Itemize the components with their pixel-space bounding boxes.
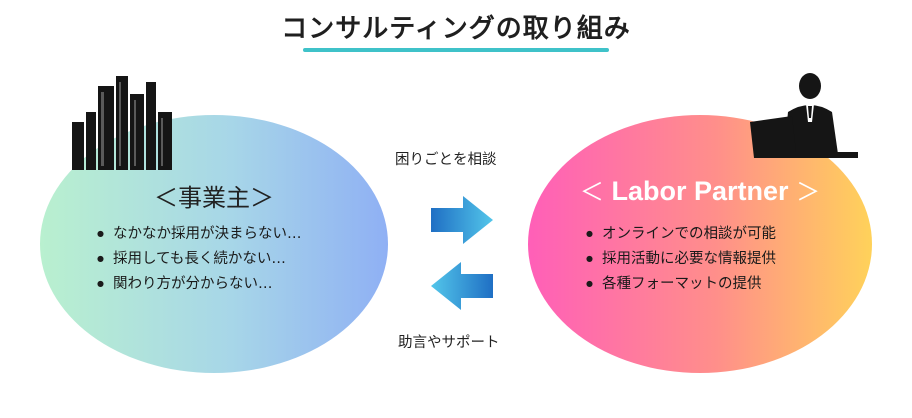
partner-service-list: オンラインでの相談が可能 採用活動に必要な情報提供 各種フォーマットの提供 <box>586 222 776 297</box>
partner-heading: ＜ Labor Partner ＞ <box>528 172 872 207</box>
list-item: 各種フォーマットの提供 <box>586 272 776 297</box>
brand-name: Labor Partner <box>611 176 789 206</box>
arrow-right-icon <box>431 196 493 244</box>
list-item: 採用活動に必要な情報提供 <box>586 247 776 272</box>
heading-bracket-open: ＜ <box>579 178 604 206</box>
advice-label: 助言やサポート <box>398 335 500 351</box>
arrow-left-icon <box>431 262 493 310</box>
list-item: オンラインでの相談が可能 <box>586 222 776 247</box>
title-underline <box>303 48 609 52</box>
employer-issue-list: なかなか採用が決まらない… 採用しても長く続かない… 関わり方が分からない… <box>97 222 302 297</box>
list-item: 採用しても長く続かない… <box>97 247 301 272</box>
heading-bracket-close: ＞ <box>796 178 821 206</box>
page-title: コンサルティングの取り組み <box>281 14 631 44</box>
businessperson-laptop-icon <box>750 73 858 158</box>
list-item: 関わり方が分からない… <box>97 272 301 297</box>
employer-heading: ＜事業主＞ <box>154 184 274 212</box>
consult-label: 困りごとを相談 <box>395 152 497 168</box>
buildings-icon <box>72 76 172 170</box>
list-item: なかなか採用が決まらない… <box>97 222 302 247</box>
